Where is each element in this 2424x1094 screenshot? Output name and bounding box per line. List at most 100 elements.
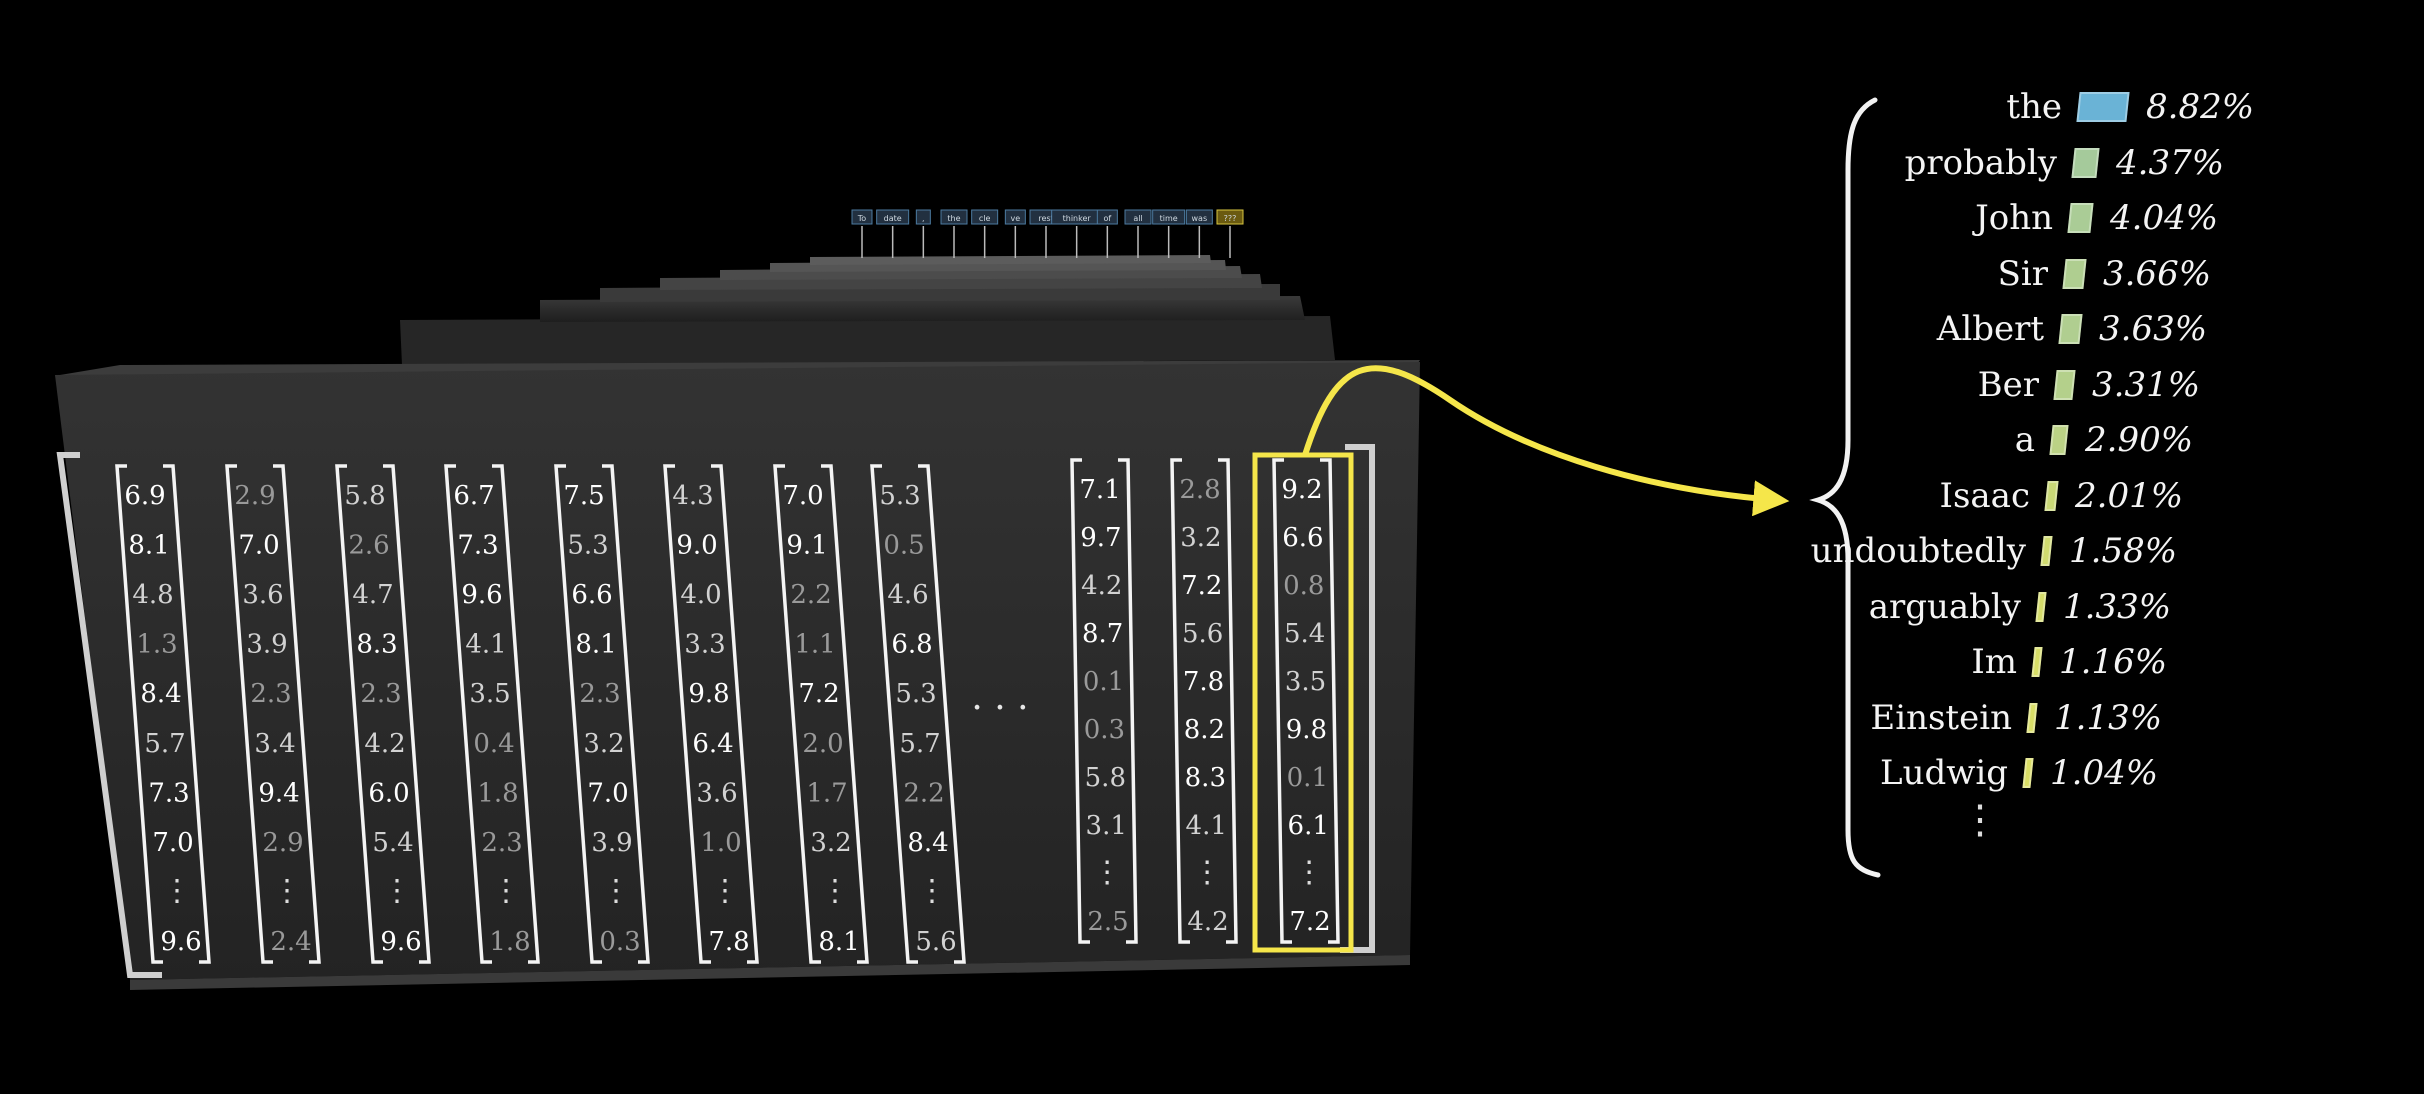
context-token: ve bbox=[1011, 214, 1021, 223]
vector-bracket-left bbox=[870, 464, 918, 964]
matrix-value: 1.3 bbox=[136, 630, 177, 660]
matrix-value: 4.1 bbox=[1186, 811, 1227, 841]
matrix-vertical-ellipsis: ⋮ bbox=[491, 873, 521, 908]
arrow-to-distribution bbox=[1302, 365, 1790, 517]
matrix-value: 6.4 bbox=[692, 729, 733, 759]
matrix-value: 6.6 bbox=[1282, 523, 1323, 553]
vector-bracket-right bbox=[1118, 458, 1138, 944]
matrix-value: 3.4 bbox=[254, 729, 295, 759]
matrix-value: 3.2 bbox=[583, 729, 624, 759]
distribution-word: Ludwig bbox=[1880, 753, 2008, 793]
matrix-value: 5.3 bbox=[879, 481, 920, 511]
vector-bracket-right bbox=[383, 464, 431, 964]
matrix-value: 2.2 bbox=[790, 580, 831, 610]
matrix-value: 4.2 bbox=[1187, 907, 1228, 937]
distribution-percent: 1.16% bbox=[2059, 642, 2168, 682]
vector-bracket-left bbox=[1070, 458, 1090, 944]
matrix-value: 5.4 bbox=[372, 828, 413, 858]
matrix-value: 6.6 bbox=[571, 580, 612, 610]
matrix-value: 5.8 bbox=[1085, 763, 1126, 793]
matrix-value: 2.3 bbox=[250, 679, 291, 709]
context-token: , bbox=[922, 214, 925, 223]
outer-bracket-right bbox=[1340, 444, 1375, 953]
last-vector-highlight bbox=[1252, 452, 1354, 953]
embedding-matrix: 6.98.14.81.38.45.77.37.0⋮9.62.97.03.63.9… bbox=[56, 444, 1375, 978]
matrix-value: 5.6 bbox=[915, 927, 956, 957]
distribution-percent: 2.90% bbox=[2085, 420, 2194, 460]
matrix-value: 7.1 bbox=[1079, 475, 1120, 505]
matrix-value: 7.0 bbox=[238, 531, 279, 561]
distribution-word: Isaac bbox=[1939, 475, 2030, 516]
vector-bracket-left bbox=[1170, 458, 1190, 944]
matrix-value: 5.7 bbox=[899, 729, 940, 759]
context-token: rest bbox=[1038, 214, 1053, 223]
distribution-bar bbox=[2058, 314, 2083, 344]
matrix-value: 8.7 bbox=[1082, 619, 1123, 649]
distribution-bar bbox=[2022, 758, 2034, 788]
distribution-bar bbox=[2026, 702, 2038, 733]
matrix-value: 7.0 bbox=[782, 481, 823, 511]
distribution-bar bbox=[2053, 369, 2076, 400]
matrix-value: 5.8 bbox=[344, 481, 385, 511]
layer-slab bbox=[400, 316, 1335, 365]
vector-bracket-right bbox=[1218, 458, 1238, 944]
distribution-bar bbox=[2035, 591, 2047, 622]
matrix-value: 3.3 bbox=[684, 630, 725, 660]
matrix-value: 0.5 bbox=[883, 531, 924, 561]
matrix-vertical-ellipsis: ⋮ bbox=[601, 873, 631, 908]
distribution-percent: 3.31% bbox=[2092, 364, 2201, 405]
matrix-value: 3.9 bbox=[246, 630, 287, 660]
matrix-value: 4.3 bbox=[672, 481, 713, 511]
context-token-box bbox=[1004, 209, 1026, 225]
distribution-percent: 1.58% bbox=[2069, 531, 2178, 571]
distribution-row: Ludwig 1.04% bbox=[1726, 748, 2326, 798]
context-token-box bbox=[971, 209, 999, 225]
matrix-value: 2.3 bbox=[360, 679, 401, 709]
matrix-value: 0.3 bbox=[599, 927, 640, 957]
matrix-value: 7.8 bbox=[708, 927, 749, 957]
distribution-word: Einstein bbox=[1870, 697, 2012, 738]
distribution-bar bbox=[2049, 425, 2069, 455]
context-token-box bbox=[1185, 209, 1213, 225]
matrix-value: 6.7 bbox=[453, 481, 494, 511]
distribution-percent: 1.04% bbox=[2050, 753, 2159, 793]
matrix-value: 3.2 bbox=[1180, 523, 1221, 553]
context-token: date bbox=[884, 214, 902, 223]
distribution-ellipsis: ⋮ bbox=[1960, 797, 2000, 843]
vector-bracket-left bbox=[1272, 458, 1292, 944]
matrix-value: 4.0 bbox=[680, 580, 721, 610]
matrix-value: 2.6 bbox=[348, 531, 389, 561]
matrix-value: 5.3 bbox=[567, 531, 608, 561]
matrix-horizontal-ellipsis: · · · bbox=[971, 688, 1028, 729]
matrix-value: 9.1 bbox=[786, 531, 827, 561]
layer-stack bbox=[400, 255, 1335, 365]
matrix-value: 3.5 bbox=[1285, 667, 1326, 697]
distribution-word: Sir bbox=[1997, 253, 2048, 294]
matrix-value: 9.8 bbox=[688, 679, 729, 709]
matrix-value: 7.0 bbox=[152, 828, 193, 858]
matrix-value: 2.5 bbox=[1087, 907, 1128, 937]
matrix-value: 3.6 bbox=[242, 580, 283, 610]
context-token: cle bbox=[979, 214, 991, 223]
vector-bracket-left bbox=[663, 464, 711, 964]
distribution-word: Albert bbox=[1936, 309, 2044, 349]
matrix-value: 2.4 bbox=[270, 927, 311, 957]
matrix-value: 5.7 bbox=[144, 729, 185, 759]
matrix-value: 2.8 bbox=[1179, 475, 1220, 505]
layer-slab bbox=[810, 255, 1211, 265]
distribution-percent: 1.33% bbox=[2063, 586, 2172, 627]
matrix-value: 1.0 bbox=[700, 828, 741, 858]
matrix-vertical-ellipsis: ⋮ bbox=[820, 873, 850, 908]
matrix-value: 3.5 bbox=[469, 679, 510, 709]
matrix-value: 2.9 bbox=[234, 481, 275, 511]
vector-bracket-right bbox=[492, 464, 540, 964]
matrix-value: 2.0 bbox=[802, 729, 843, 759]
matrix-value: 0.3 bbox=[1084, 715, 1125, 745]
matrix-value: 2.2 bbox=[903, 778, 944, 808]
